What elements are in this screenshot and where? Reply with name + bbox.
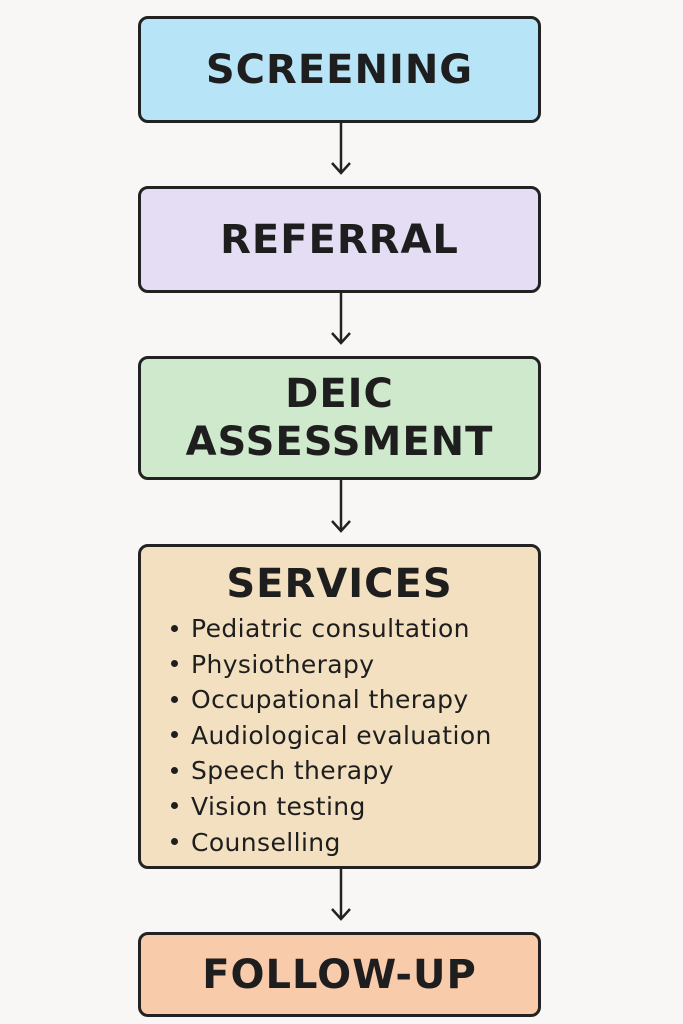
service-item-label: Audiological evaluation <box>191 720 492 750</box>
step-followup-label: FOLLOW-UP <box>202 951 477 998</box>
bullet-icon <box>171 838 178 846</box>
step-follow-up: FOLLOW-UP <box>138 932 541 1017</box>
arrow-services-to-followup <box>331 869 351 921</box>
service-item: Counselling <box>171 825 492 861</box>
step-assessment-label-line1: DEIC <box>285 371 394 417</box>
arrow-referral-to-assessment <box>331 293 351 345</box>
arrow-assessment-to-services <box>331 480 351 533</box>
service-item-label: Occupational therapy <box>191 685 469 715</box>
step-screening: SCREENING <box>138 16 541 123</box>
service-item: Vision testing <box>171 789 492 825</box>
bullet-icon <box>171 766 178 774</box>
service-item-label: Physiotherapy <box>191 649 375 679</box>
services-list: Pediatric consultation Physiotherapy Occ… <box>141 611 492 860</box>
bullet-icon <box>171 802 178 810</box>
service-item-label: Speech therapy <box>191 756 394 786</box>
service-item: Speech therapy <box>171 753 492 789</box>
service-item-label: Counselling <box>191 827 341 857</box>
step-deic-assessment: DEIC ASSESSMENT <box>138 356 541 480</box>
bullet-icon <box>171 624 178 632</box>
service-item: Occupational therapy <box>171 682 492 718</box>
service-item-label: Pediatric consultation <box>191 614 470 643</box>
bullet-icon <box>171 731 178 739</box>
step-services-title: SERVICES <box>226 561 453 607</box>
step-screening-label: SCREENING <box>205 46 474 93</box>
step-referral: REFERRAL <box>138 186 541 293</box>
service-item: Audiological evaluation <box>171 718 492 754</box>
service-item: Physiotherapy <box>171 647 492 683</box>
step-services: SERVICES Pediatric consultation Physioth… <box>138 544 541 869</box>
service-item: Pediatric consultation <box>171 611 492 647</box>
bullet-icon <box>171 660 178 668</box>
step-referral-label: REFERRAL <box>220 216 459 263</box>
arrow-screening-to-referral <box>331 123 351 175</box>
bullet-icon <box>171 695 178 703</box>
step-assessment-label-line2: ASSESSMENT <box>185 419 494 465</box>
service-item-label: Vision testing <box>191 791 366 821</box>
